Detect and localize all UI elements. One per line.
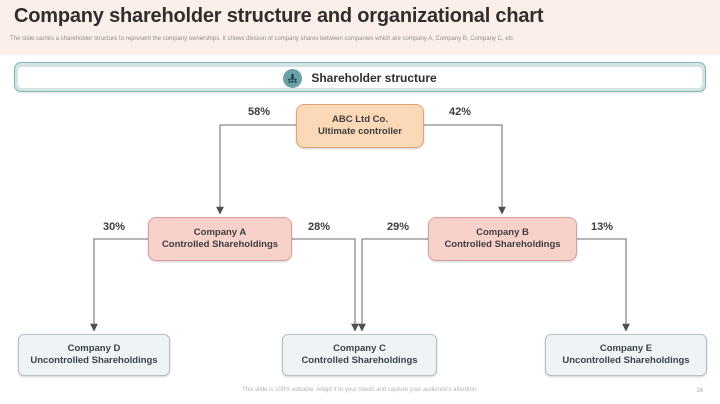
node-title: Company C bbox=[333, 343, 386, 354]
node-company-e: Company E Uncontrolled Shareholdings bbox=[545, 334, 707, 376]
footer-note: This slide is 100% editable. Adapt it to… bbox=[242, 387, 478, 393]
share-label-companyA-companyD: 30% bbox=[102, 221, 126, 233]
shareholder-structure-banner: Shareholder structure bbox=[14, 62, 706, 92]
connector-abc-companyB bbox=[424, 124, 506, 215]
title-area: Company shareholder structure and organi… bbox=[0, 0, 720, 55]
node-title: Company A bbox=[193, 227, 247, 238]
node-company-a: Company A Controlled Shareholdings bbox=[148, 217, 292, 261]
node-subtitle: Uncontrolled Shareholdings bbox=[30, 355, 158, 366]
node-company-c: Company C Controlled Shareholdings bbox=[282, 334, 437, 376]
node-title: Company E bbox=[599, 343, 653, 354]
share-label-companyB-companyC: 29% bbox=[386, 221, 410, 233]
connector-abc-companyA bbox=[216, 124, 296, 215]
node-company-b: Company B Controlled Shareholdings bbox=[428, 217, 577, 261]
node-subtitle: Controlled Shareholdings bbox=[301, 355, 418, 366]
share-label-abc-companyB: 42% bbox=[448, 106, 472, 118]
node-subtitle: Controlled Shareholdings bbox=[444, 239, 561, 250]
node-subtitle: Controlled Shareholdings bbox=[161, 239, 279, 250]
node-subtitle: Ultimate controller bbox=[318, 126, 402, 137]
connector-companyB-companyE bbox=[577, 238, 630, 332]
node-title: ABC Ltd Co. bbox=[332, 114, 388, 125]
connector-companyB-companyC bbox=[358, 238, 428, 332]
banner-label: Shareholder structure bbox=[311, 71, 437, 85]
node-abc-ltd-co: ABC Ltd Co. Ultimate controller bbox=[296, 104, 424, 148]
connector-companyA-companyC bbox=[292, 238, 359, 332]
banner-content: Shareholder structure bbox=[283, 68, 437, 88]
page-number: 14 bbox=[696, 388, 703, 394]
node-title: Company D bbox=[67, 343, 121, 354]
share-label-abc-companyA: 58% bbox=[247, 106, 271, 118]
people-group-icon bbox=[283, 68, 303, 88]
share-label-companyA-companyC: 28% bbox=[307, 221, 331, 233]
connector-companyA-companyD bbox=[90, 238, 148, 332]
node-title: Company B bbox=[476, 227, 529, 238]
share-label-companyB-companyE: 13% bbox=[590, 221, 614, 233]
slide-subtitle: The slide carries a shareholder structur… bbox=[10, 36, 514, 42]
node-subtitle: Uncontrolled Shareholdings bbox=[562, 355, 690, 366]
slide-title: Company shareholder structure and organi… bbox=[14, 5, 544, 27]
node-company-d: Company D Uncontrolled Shareholdings bbox=[18, 334, 170, 376]
